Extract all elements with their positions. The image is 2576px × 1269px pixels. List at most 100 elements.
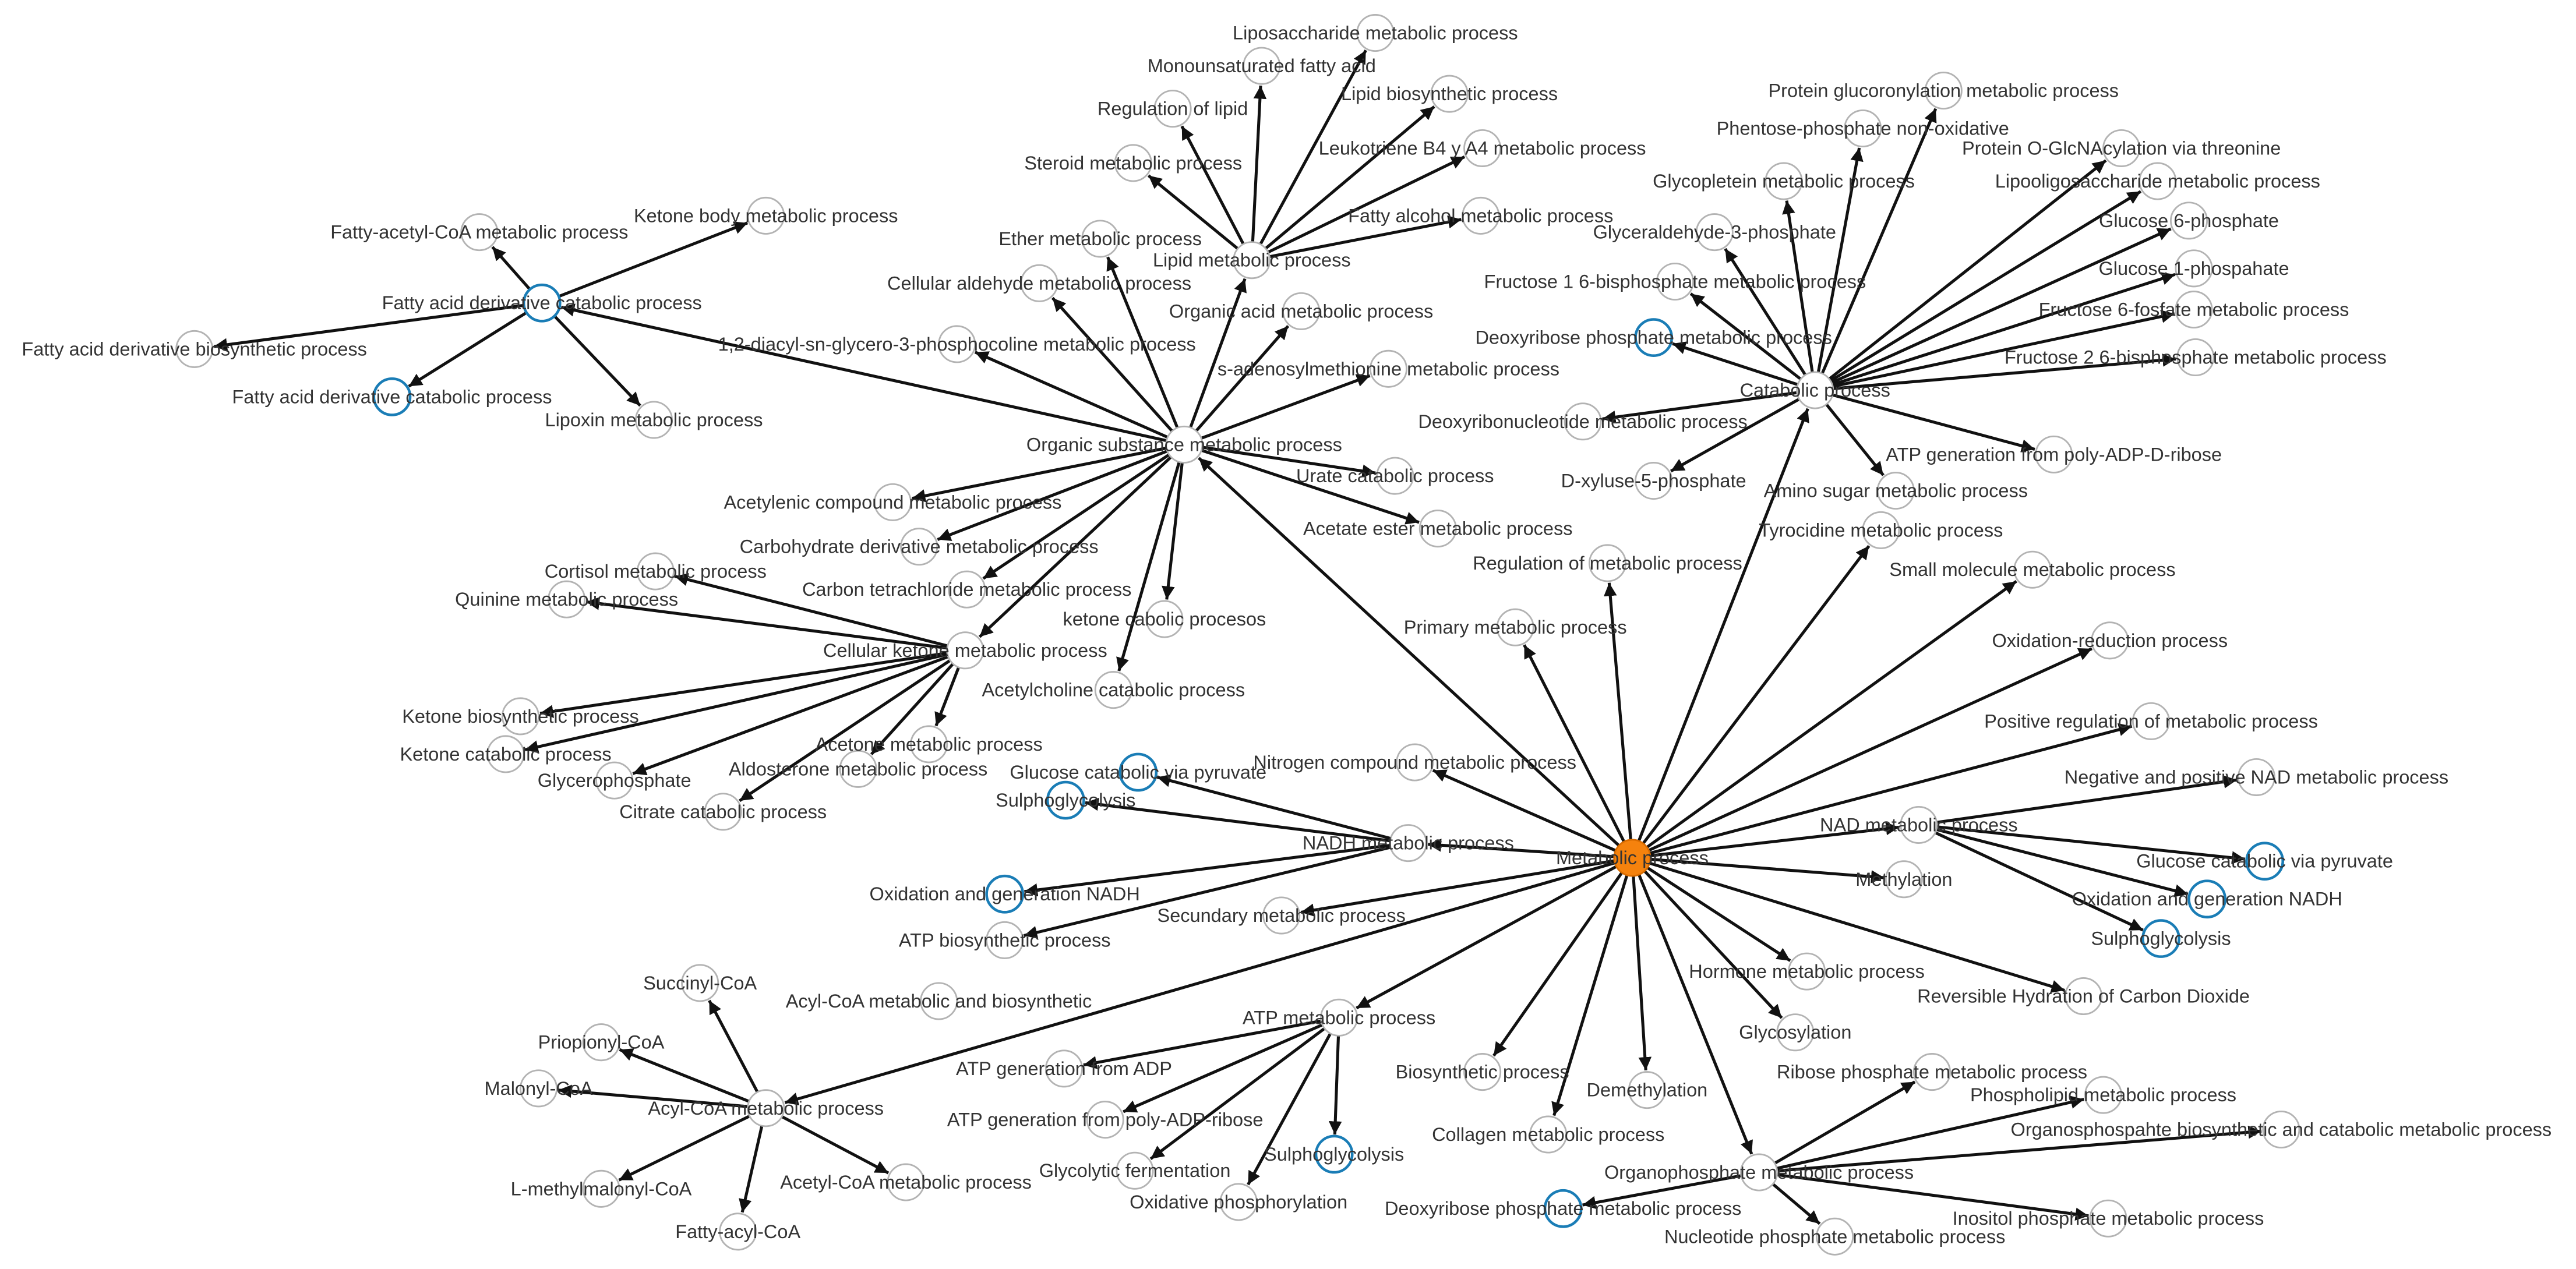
node-label: Fatty acid derivative catabolic process	[382, 292, 702, 313]
edge-arrow	[708, 999, 759, 1093]
node-label: Nitrogen compound metabolic process	[1253, 752, 1576, 773]
edge-arrow	[1936, 825, 2246, 865]
node-label: Glycerophosphate	[538, 770, 691, 791]
node-circle	[1081, 220, 1120, 258]
node-label: Acyl-CoA metabolic and biosynthetic	[786, 991, 1092, 1012]
highlighted-node-circle	[1314, 1134, 1354, 1174]
node-circle	[1564, 402, 1602, 441]
node-circle	[636, 552, 675, 591]
node-label: NADH metabolic process	[1303, 833, 1514, 854]
node-circle	[2175, 291, 2213, 329]
node-circle	[1900, 805, 1938, 844]
highlighted-node-circle	[2245, 842, 2284, 881]
node-label: Priopionyl-CoA	[538, 1032, 665, 1053]
node-label: Cortisol metabolic process	[545, 561, 767, 582]
node-label: Cellular aldehyde metabolic process	[887, 273, 1191, 294]
node-circle	[582, 1169, 620, 1208]
node-circle	[1844, 109, 1882, 148]
edge-arrow	[1777, 1125, 2262, 1173]
edge-arrow	[1202, 446, 1376, 478]
node-label: Deoxyribose phosphate metabolic process	[1385, 1198, 1741, 1219]
node-circle	[2176, 338, 2215, 377]
node-label: ketone cabolic procesos	[1063, 609, 1266, 630]
edge-arrow	[1149, 1027, 1326, 1160]
node-label: Phentose-phosphate non-oxidative	[1717, 118, 2009, 139]
edge-arrow	[1259, 50, 1367, 245]
node-label: Acyl-CoA metabolic process	[648, 1098, 884, 1119]
node-label: s-adenosylmethionine metabolic process	[1218, 358, 1559, 379]
node-circle	[1862, 511, 1900, 549]
edge-arrow	[524, 653, 948, 754]
node-circle	[910, 725, 948, 763]
node-circle	[1462, 196, 1500, 235]
edge-arrow	[1267, 155, 1466, 254]
edge-arrow	[1649, 723, 2133, 855]
node-circle	[2013, 550, 2052, 589]
node-label: Glycolytic fermentation	[1039, 1160, 1231, 1181]
node-label: Oxidation and generation NADH	[870, 883, 1140, 904]
node-label: Metabolic process	[1556, 847, 1709, 868]
node-label: Fatty-acetyl-CoA metabolic process	[330, 222, 628, 243]
edge-arrow	[1816, 147, 1864, 373]
node-circle	[1430, 75, 1469, 113]
edge-arrow	[1648, 647, 2093, 852]
node-circle	[1885, 860, 1923, 899]
edge-arrow	[1934, 831, 2144, 932]
node-circle	[2262, 1111, 2300, 1149]
edge-arrow	[1300, 859, 1615, 917]
node-label: Fructose 2 6-bisphosphate metabolic proc…	[2005, 347, 2387, 368]
edge-arrow	[934, 666, 961, 727]
edge-arrow	[1832, 310, 2175, 388]
node-label: Reversible Hydration of Carbon Dioxide	[1917, 986, 2250, 1007]
node-circle	[1816, 1217, 1854, 1256]
node-circle	[900, 528, 938, 566]
node-label: Carbohydrate derivative metabolic proces…	[740, 536, 1099, 557]
node-label: Glycopletein metabolic process	[1653, 171, 1915, 192]
node-circle	[2175, 249, 2213, 288]
node-label: Organophosphate metabolic process	[1604, 1162, 1914, 1183]
edge-arrow	[1603, 582, 1632, 840]
node-circle	[1765, 162, 1803, 200]
edge-arrow	[560, 303, 1167, 443]
node-label: Ribose phosphate metabolic process	[1777, 1062, 2087, 1083]
highlighted-node-circle	[522, 283, 562, 323]
edge-arrow	[912, 446, 1167, 503]
edge-arrow	[558, 1084, 748, 1108]
node-label: Fructose 1 6-bisphosphate metabolic proc…	[1484, 271, 1866, 292]
edge-arrow	[1936, 775, 2238, 824]
node-circle	[839, 750, 877, 788]
edge-arrow	[1428, 839, 1615, 858]
node-label: Liposaccharide metabolic process	[1233, 23, 1518, 44]
node-label: Ketone body metabolic process	[634, 205, 898, 226]
edge-arrow	[1264, 105, 1435, 250]
node-circle	[1912, 1053, 1951, 1091]
node-label: L-methylmalonyl-CoA	[511, 1178, 692, 1199]
node-circle	[1243, 47, 1281, 85]
edge-arrow	[539, 651, 948, 718]
node-label: Acetate ester metabolic process	[1303, 518, 1572, 539]
edge-arrow	[1201, 374, 1371, 440]
node-label: ATP metabolic process	[1243, 1007, 1435, 1028]
edge-arrow	[1051, 296, 1173, 432]
edge-arrow	[1156, 774, 1391, 840]
node-circle	[1044, 1049, 1084, 1088]
edge-arrow	[1106, 256, 1179, 429]
node-circle	[2091, 621, 2129, 660]
node-circle	[1165, 425, 1204, 464]
node-label: Citrate catabolic process	[619, 801, 827, 822]
edge-arrow	[619, 1048, 750, 1103]
node-circle	[1529, 1115, 1568, 1154]
node-label: Regulation of lipid	[1098, 98, 1248, 119]
node-label: Lipoxin metabolic process	[545, 409, 763, 430]
edge-arrow	[1582, 1174, 1742, 1210]
node-label: Malonyl-CoA	[485, 1078, 593, 1099]
node-label: 1,2-diacyl-sn-glycero-3-phosphocoline me…	[718, 334, 1196, 355]
node-label: Ketone biosynthetic process	[402, 706, 639, 727]
edge-arrow	[1189, 278, 1247, 429]
node-label: Glycosylation	[1739, 1022, 1851, 1043]
node-label: Acetylcholine catabolic process	[982, 680, 1245, 701]
node-circle	[747, 196, 785, 235]
edge-arrow	[784, 861, 1615, 1105]
node-circle	[1282, 292, 1321, 330]
